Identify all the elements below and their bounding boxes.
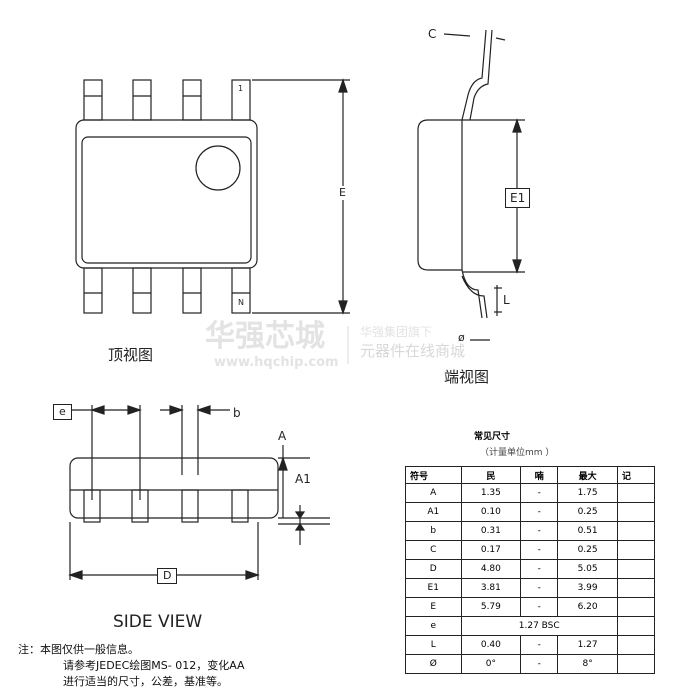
header-max: 最大 [557,466,618,484]
dim-L-label: L [503,293,510,307]
table-cell [616,521,656,541]
table-cell: 0.17 [460,540,522,560]
table-cell: - [520,578,559,598]
table-cell: E [405,597,462,617]
pinN-label: N [238,298,244,307]
dim-b-label: b [233,406,241,420]
header-min: 民 [460,466,522,484]
table-cell: - [520,597,559,617]
table-cell: b [405,521,462,541]
table-cell: 0° [460,654,522,674]
end-view-title: 端视图 [444,368,490,386]
table-cell: Ø [405,654,462,674]
watermark-url: www.hqchip.com [214,355,339,370]
table-cell [616,654,656,674]
dim-e-label: e [53,404,72,420]
top-view-title: 顶视图 [108,346,154,364]
header-symbol: 符号 [405,466,462,484]
table-cell: D [405,559,462,579]
header-nom: 喃 [520,466,559,484]
table-cell: C [405,540,462,560]
table-cell: 5.79 [460,597,522,617]
table-cell: - [520,635,559,655]
table-cell: 1.35 [460,483,522,503]
table-cell: - [520,559,559,579]
dim-A-label: A [278,429,287,443]
table-cell: 4.80 [460,559,522,579]
pin1-label: 1 [238,84,244,93]
table-cell [616,635,656,655]
note-line-1: 注：本图仅供一般信息。 [18,643,139,656]
table-cell [616,540,656,560]
table-cell: 0.25 [557,540,618,560]
table-cell: e [405,616,462,636]
watermark-tag2: 元器件在线商城 [360,342,466,360]
dim-C-label: C [428,27,437,41]
table-cell: 1.27 BSC [460,616,618,636]
table-cell: - [520,540,559,560]
dim-E1-label: E1 [505,188,531,208]
top-view [75,78,350,315]
table-cell: 1.27 [557,635,618,655]
table-title: 常见尺寸 [474,432,511,442]
table-cell: 8° [557,654,618,674]
table-cell: 0.40 [460,635,522,655]
table-cell [616,483,656,503]
table-unit: （计量单位mm ） [480,448,555,458]
side-view [68,405,330,580]
table-cell [616,559,656,579]
table-cell [616,616,656,636]
table-cell: 0.10 [460,502,522,522]
dim-E-label: E [339,186,346,200]
table-cell: 0.51 [557,521,618,541]
table-cell: - [520,521,559,541]
table-cell: - [520,483,559,503]
table-header-row: 符号 民 喃 最大 记 [405,466,656,484]
table-cell: 0.31 [460,521,522,541]
table-cell: 6.20 [557,597,618,617]
table-cell: A [405,483,462,503]
table-cell [616,597,656,617]
watermark-tag1: 华强集团旗下 [360,325,433,339]
table-cell: 3.81 [460,578,522,598]
table-cell: E1 [405,578,462,598]
table-cell: 3.99 [557,578,618,598]
table-cell: 0.25 [557,502,618,522]
dim-A1-label: A1 [295,472,311,486]
watermark-brand: 华强芯城 [205,319,325,354]
table-cell: 5.05 [557,559,618,579]
table-cell: - [520,654,559,674]
dim-theta-label: ø [458,331,465,344]
note-line-3: 进行适当的尺寸，公差，基准等。 [63,675,228,688]
table-cell: L [405,635,462,655]
table-cell [616,502,656,522]
header-note: 记 [616,466,656,484]
note-line-2: 请参考JEDEC绘图MS- 012，变化AA [63,659,245,672]
package-body [75,119,258,269]
table-cell: - [520,502,559,522]
end-view [417,29,525,341]
side-view-title: SIDE VIEW [113,612,203,632]
table-cell [616,578,656,598]
table-cell: 1.75 [557,483,618,503]
pin1-marker [195,145,241,191]
dim-D-label: D [157,568,178,584]
table-cell: A1 [405,502,462,522]
